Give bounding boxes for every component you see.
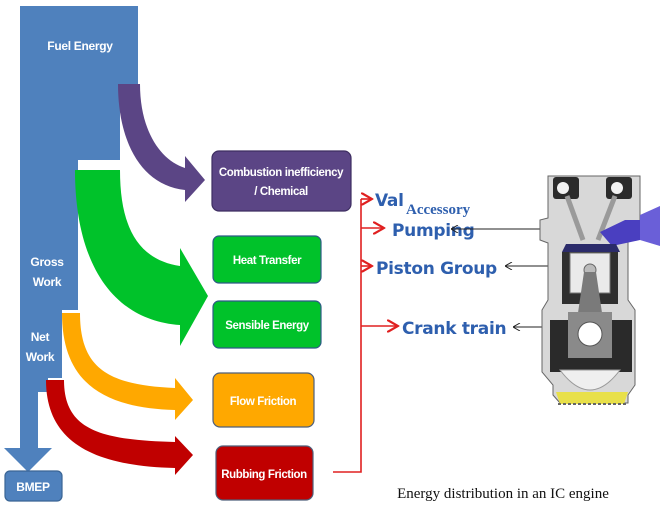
accessory-label: Accessory [406,202,471,218]
loss-box-sensible-energy: Sensible Energy [212,300,322,349]
heat-transfer-label: Heat Transfer [233,255,302,267]
rubbing-friction-label: Rubbing Friction [221,469,307,481]
net-work-label-2: Work [26,350,55,364]
bmep-box: BMEP [4,470,63,502]
combustion-label-1: Combustion inefficiency [219,167,344,179]
bmep-label: BMEP [16,480,50,494]
rubbing-friction-arrow [46,380,193,475]
valvetrain-label: Val [375,191,404,211]
piston-group-label: Piston Group [376,259,497,279]
intake-arrow [640,206,660,246]
energy-column [4,6,138,472]
gross-work-label-2: Work [33,275,62,289]
fuel-energy-column [4,6,138,472]
gross-work-label-1: Gross [30,255,64,269]
loss-box-rubbing-friction: Rubbing Friction [215,445,314,501]
crankshaft [577,321,603,347]
combustion-label-2: / Chemical [254,186,308,198]
fuel-energy-label: Fuel Energy [47,39,113,53]
net-work-label-1: Net [31,330,50,344]
bracket-trunk [333,199,362,473]
combustion-loss-arrow [118,84,205,202]
diagram-caption: Energy distribution in an IC engine [397,486,609,502]
heat-loss-arrow [75,170,208,346]
flow-friction-arrow [62,313,193,420]
engine-cutaway-illustration [539,175,660,405]
friction-bracket [333,199,398,473]
pumping-label: Pumping [392,221,474,241]
sensible-energy-label: Sensible Energy [225,320,309,332]
loss-box-flow-friction: Flow Friction [212,372,315,428]
crank-train-label: Crank train [402,319,506,339]
flow-friction-label: Flow Friction [230,396,297,408]
loss-box-heat-transfer: Heat Transfer [212,235,322,284]
loss-box-combustion: Combustion inefficiency / Chemical [211,150,352,212]
